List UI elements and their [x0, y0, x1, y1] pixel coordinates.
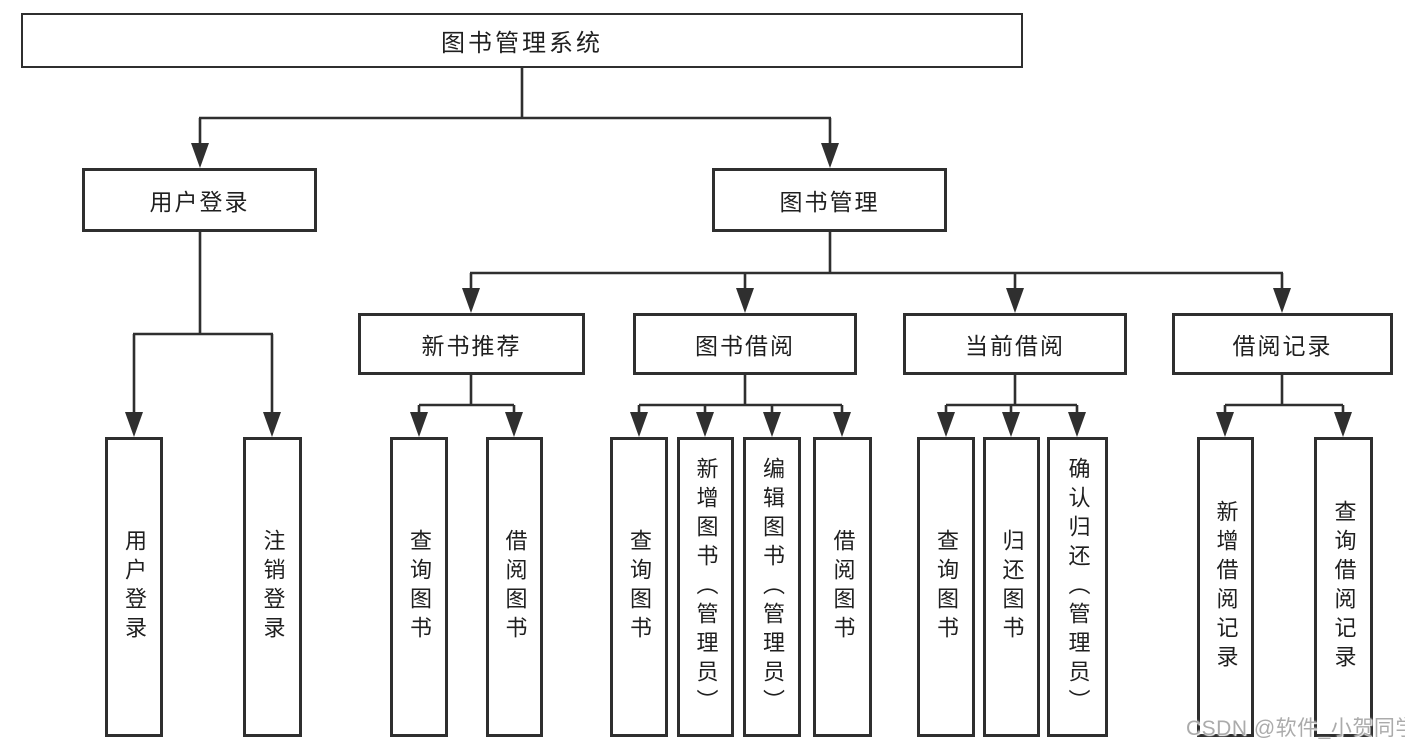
- node-borrowing-records: 借阅记录: [1172, 313, 1393, 375]
- arrowhead: [462, 288, 480, 313]
- leaf-query-books-current: 查询图书: [917, 437, 975, 737]
- edge-user-login-split: [132, 232, 274, 421]
- edge-book-mgmt-split: [469, 232, 1284, 297]
- arrowhead: [630, 412, 648, 437]
- arrowhead: [937, 412, 955, 437]
- node-new-book-recommendation: 新书推荐: [358, 313, 585, 375]
- connector-edges: [132, 68, 1345, 421]
- arrowhead: [505, 412, 523, 437]
- arrowhead: [263, 412, 281, 437]
- node-book-borrowing: 图书借阅: [633, 313, 857, 375]
- node-current-borrowing: 当前借阅: [903, 313, 1127, 375]
- arrowhead: [191, 143, 209, 168]
- leaf-borrow-books-recommend: 借阅图书: [486, 437, 543, 737]
- leaf-borrow-books: 借阅图书: [813, 437, 872, 737]
- arrowhead: [1216, 412, 1234, 437]
- leaf-add-borrow-record: 新增借阅记录: [1197, 437, 1254, 737]
- arrowhead: [696, 412, 714, 437]
- arrowhead: [763, 412, 781, 437]
- arrowhead: [410, 412, 428, 437]
- node-book-management: 图书管理: [712, 168, 947, 232]
- leaf-query-books-recommend: 查询图书: [390, 437, 448, 737]
- edge-book-borrow-split: [637, 375, 844, 421]
- arrowhead: [1002, 412, 1020, 437]
- edge-new-book-split: [417, 375, 516, 421]
- arrowhead: [736, 288, 754, 313]
- arrowhead: [821, 143, 839, 168]
- arrowheads: [125, 143, 1352, 437]
- leaf-query-borrow-record: 查询借阅记录: [1314, 437, 1373, 737]
- leaf-edit-books-admin: 编辑图书（管理员）: [743, 437, 801, 737]
- arrowhead: [1334, 412, 1352, 437]
- edge-root-split: [198, 68, 832, 152]
- edge-borrow-record-split: [1223, 375, 1345, 421]
- leaf-add-books-admin: 新增图书（管理员）: [677, 437, 734, 737]
- arrowhead: [1068, 412, 1086, 437]
- arrowhead: [1273, 288, 1291, 313]
- leaf-user-login: 用户登录: [105, 437, 163, 737]
- node-user-login: 用户登录: [82, 168, 317, 232]
- leaf-logout: 注销登录: [243, 437, 302, 737]
- leaf-query-books-borrow: 查询图书: [610, 437, 668, 737]
- arrowhead: [1006, 288, 1024, 313]
- arrowhead: [833, 412, 851, 437]
- arrowhead: [125, 412, 143, 437]
- leaf-confirm-return-admin: 确认归还（管理员）: [1047, 437, 1108, 737]
- node-library-management-system: 图书管理系统: [21, 13, 1023, 68]
- leaf-return-books: 归还图书: [983, 437, 1040, 737]
